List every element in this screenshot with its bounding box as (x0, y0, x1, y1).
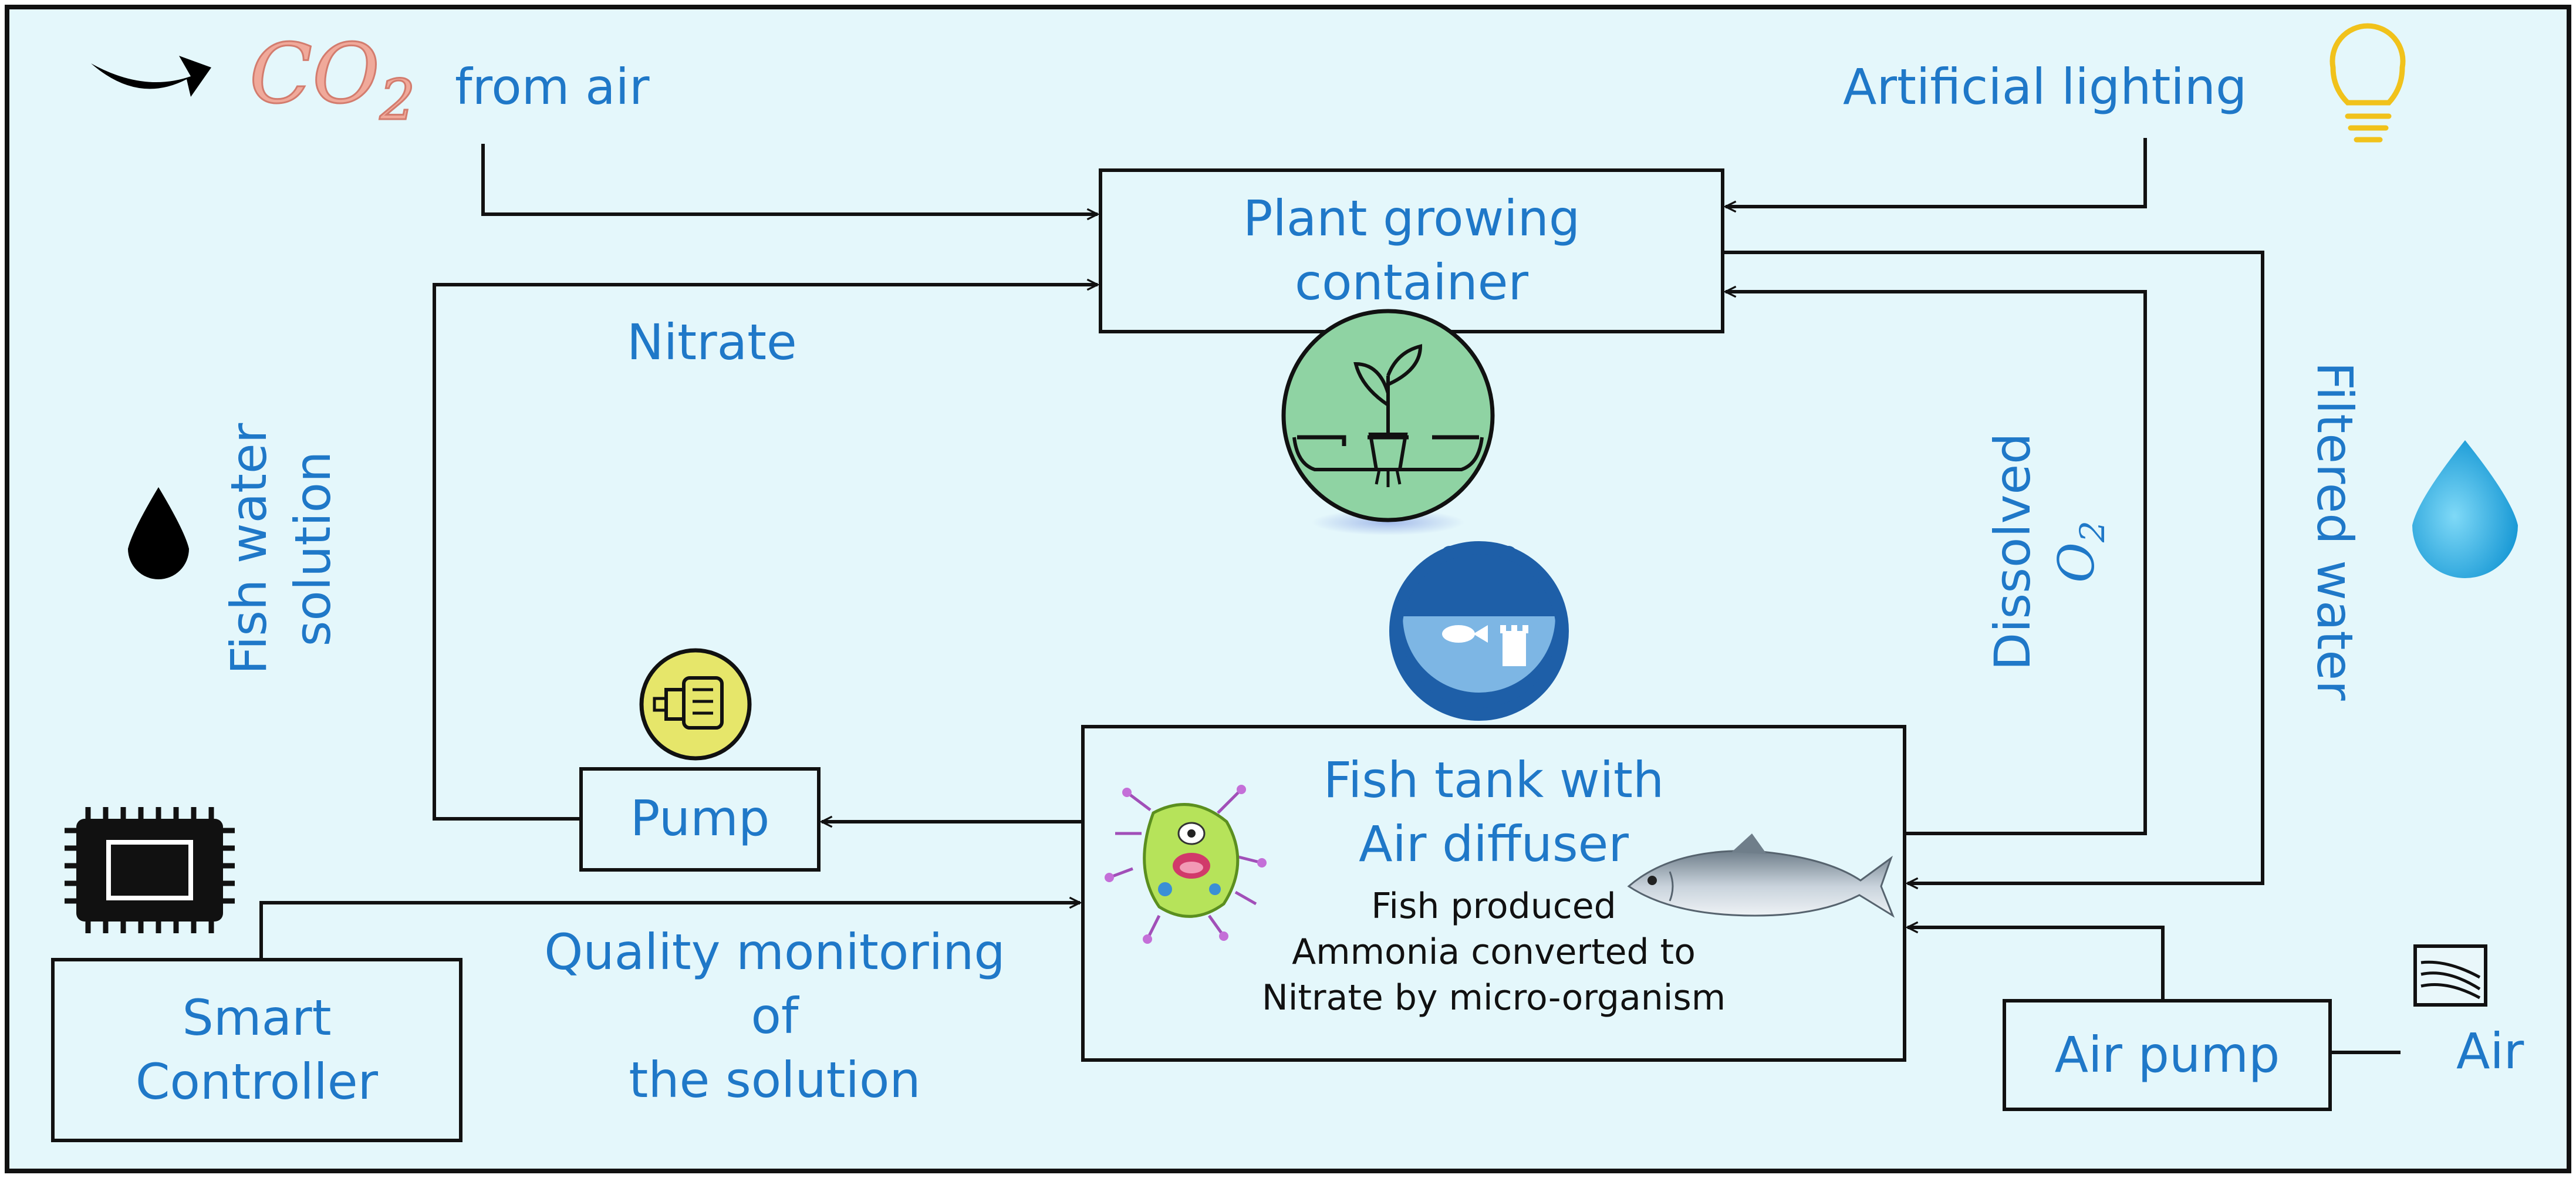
pump-icon (639, 648, 752, 761)
black-drop-icon (128, 487, 189, 579)
dissolved-o2-line (1726, 292, 2147, 835)
smart-controller-label: Smart Controller (53, 986, 461, 1114)
dissolved-o2: O2 (2045, 423, 2115, 681)
quality-line2: of (751, 987, 799, 1045)
filtered-water-text: Filtered water (2306, 362, 2364, 701)
plant-label-line2: container (1294, 254, 1528, 312)
fish-water-solution-label: Fish water solution (217, 402, 346, 696)
arrow-icon (91, 56, 211, 97)
chip-icon (65, 807, 235, 933)
fish-tank-desc1: Fish produced (1371, 886, 1616, 927)
fish-tank-line1: Fish tank with (1323, 751, 1665, 809)
plant-label-line1: Plant growing (1243, 190, 1581, 247)
quality-line1: Quality monitoring (544, 923, 1005, 981)
air-icon (2413, 944, 2487, 1007)
fish-bowl-icon (1389, 541, 1569, 721)
microorganism-icon (1105, 785, 1267, 944)
fish-icon (1627, 833, 1895, 918)
controller-line (259, 903, 1080, 960)
co2-text: CO (249, 26, 381, 123)
smart-line2: Controller (135, 1053, 379, 1111)
smart-line1: Smart (182, 989, 332, 1047)
quality-line3: the solution (629, 1051, 921, 1109)
air-pump-box (2003, 999, 2332, 1111)
lighting-arrow-line (1726, 138, 2147, 207)
fish-tank-box (1081, 725, 1906, 1062)
light-bulb-icon (2329, 23, 2406, 143)
pump-label: Pump (630, 789, 770, 847)
dissolved-o-subscript: 2 (2072, 521, 2112, 543)
co2-label: CO2 (249, 26, 416, 134)
fish-tank-line2: Air diffuser (1359, 815, 1629, 873)
artificial-lighting-label: Artificial lighting (1843, 58, 2247, 116)
filtered-water-line (1723, 251, 2264, 883)
fish-tank-desc2: Ammonia converted to (1292, 931, 1696, 973)
nitrate-arrow-line (433, 285, 1098, 821)
nitrate-label: Nitrate (627, 313, 797, 371)
dissolved-o-letter: O (2048, 542, 2106, 583)
plant-container-label: Plant growing container (1100, 187, 1723, 315)
quality-monitoring-label: Quality monitoring of the solution (481, 920, 1068, 1113)
filtered-water-label: Filtered water (2302, 343, 2366, 719)
from-air-label: from air (455, 58, 650, 116)
air-label: Air (2456, 1022, 2524, 1080)
air-pump-label: Air pump (2054, 1026, 2280, 1084)
co2-arrow-line (481, 144, 1098, 214)
smart-controller-box (51, 958, 462, 1142)
air-pump-line (1907, 927, 2165, 1001)
co2-subscript: 2 (379, 67, 416, 134)
dissolved-o2-label: Dissolved O2 (1981, 423, 2112, 681)
dissolved-line1: Dissolved (1984, 433, 2041, 671)
blue-drop-icon (2412, 440, 2518, 578)
fish-tank-description: Fish produced Ammonia converted to Nitra… (1200, 883, 1787, 1021)
fish-tank-title: Fish tank with Air diffuser (1230, 748, 1758, 876)
plant-pot-icon (1281, 309, 1495, 535)
fish-tank-desc3: Nitrate by micro-organism (1261, 977, 1726, 1018)
fish-water-line2: solution (284, 451, 342, 647)
fish-water-line1: Fish water (220, 423, 278, 675)
